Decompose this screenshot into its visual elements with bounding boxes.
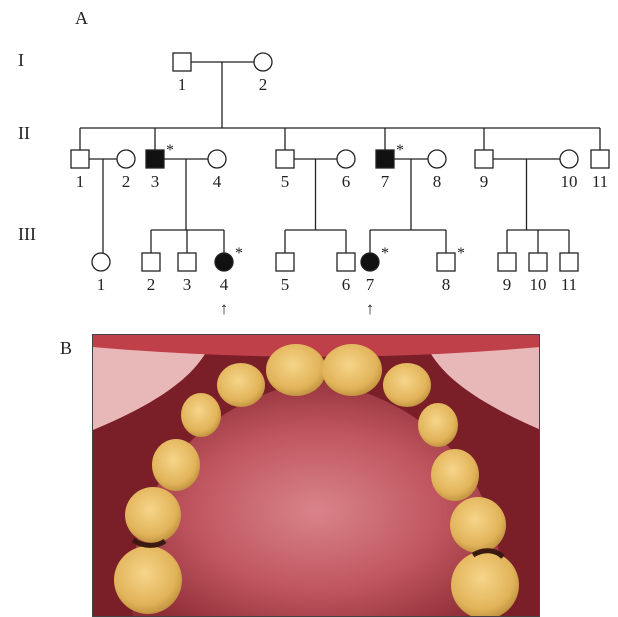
tooth [217,363,265,407]
individual-ii-10-female-symbol [560,150,578,168]
individual-ii-7-affected-male-symbol [376,150,394,168]
individual-iii-4-star: * [235,245,243,262]
individual-iii-3-male-symbol [178,253,196,271]
individual-ii-4-female-symbol [208,150,226,168]
tooth [383,363,431,407]
individual-ii-7-star: * [396,142,404,159]
tooth [418,403,458,447]
individual-ii-8-female-symbol [428,150,446,168]
individual-iii-9-male-symbol [498,253,516,271]
individual-ii-3-number: 3 [151,172,160,191]
tooth [181,393,221,437]
individual-ii-8-number: 8 [433,172,442,191]
individual-iii-2-male-symbol [142,253,160,271]
individual-ii-1-number: 1 [76,172,85,191]
individual-ii-2-female-symbol [117,150,135,168]
individual-ii-10-number: 10 [561,172,578,191]
individual-iii-5-male-symbol [276,253,294,271]
individual-ii-5-male-symbol [276,150,294,168]
tooth [114,546,182,614]
tooth [450,497,506,553]
tooth [152,439,200,491]
tooth [451,551,519,617]
individual-iii-8-number: 8 [442,275,451,294]
generation-label-III: III [18,224,36,244]
generation-label-I: I [18,50,24,70]
individual-iii-4-affected-female-symbol [215,253,233,271]
individual-iii-6-male-symbol [337,253,355,271]
individual-iii-5-number: 5 [281,275,290,294]
individual-iii-11-male-symbol [560,253,578,271]
individual-ii-11-male-symbol [591,150,609,168]
individual-iii-3-number: 3 [183,275,192,294]
individual-iii-1-female-symbol [92,253,110,271]
individual-iii-7-star: * [381,245,389,262]
individual-ii-3-star: * [166,142,174,159]
individual-iii-11-number: 11 [561,275,577,294]
individual-i-1-male-symbol [173,53,191,71]
individual-i-1-number: 1 [178,75,187,94]
individual-iii-4-number: 4 [220,275,229,294]
individual-iii-8-star: * [457,245,465,262]
individual-ii-3-affected-male-symbol [146,150,164,168]
individual-ii-6-female-symbol [337,150,355,168]
individual-i-2-female-symbol [254,53,272,71]
individual-i-2-number: 2 [259,75,268,94]
individual-ii-7-number: 7 [381,172,390,191]
individual-iii-2-number: 2 [147,275,156,294]
dental-arch-photo [92,334,540,617]
individual-iii-4-proband-arrow: ↑ [220,299,229,318]
individual-ii-9-male-symbol [475,150,493,168]
individual-iii-10-number: 10 [530,275,547,294]
individual-iii-1-number: 1 [97,275,106,294]
individual-iii-6-number: 6 [342,275,351,294]
individual-ii-2-number: 2 [122,172,131,191]
generation-label-II: II [18,123,30,143]
tooth [266,344,326,396]
individual-ii-4-number: 4 [213,172,222,191]
individual-ii-6-number: 6 [342,172,351,191]
tooth [431,449,479,501]
individual-iii-8-male-symbol [437,253,455,271]
panel-b-label: B [60,338,72,359]
individual-ii-9-number: 9 [480,172,489,191]
individual-iii-7-number: 7 [366,275,375,294]
individual-ii-1-male-symbol [71,150,89,168]
individual-iii-9-number: 9 [503,275,512,294]
individual-ii-5-number: 5 [281,172,290,191]
individual-ii-11-number: 11 [592,172,608,191]
tooth [322,344,382,396]
tooth [125,487,181,543]
individual-iii-10-male-symbol [529,253,547,271]
individual-iii-7-affected-female-symbol [361,253,379,271]
individual-iii-7-proband-arrow: ↑ [366,299,375,318]
